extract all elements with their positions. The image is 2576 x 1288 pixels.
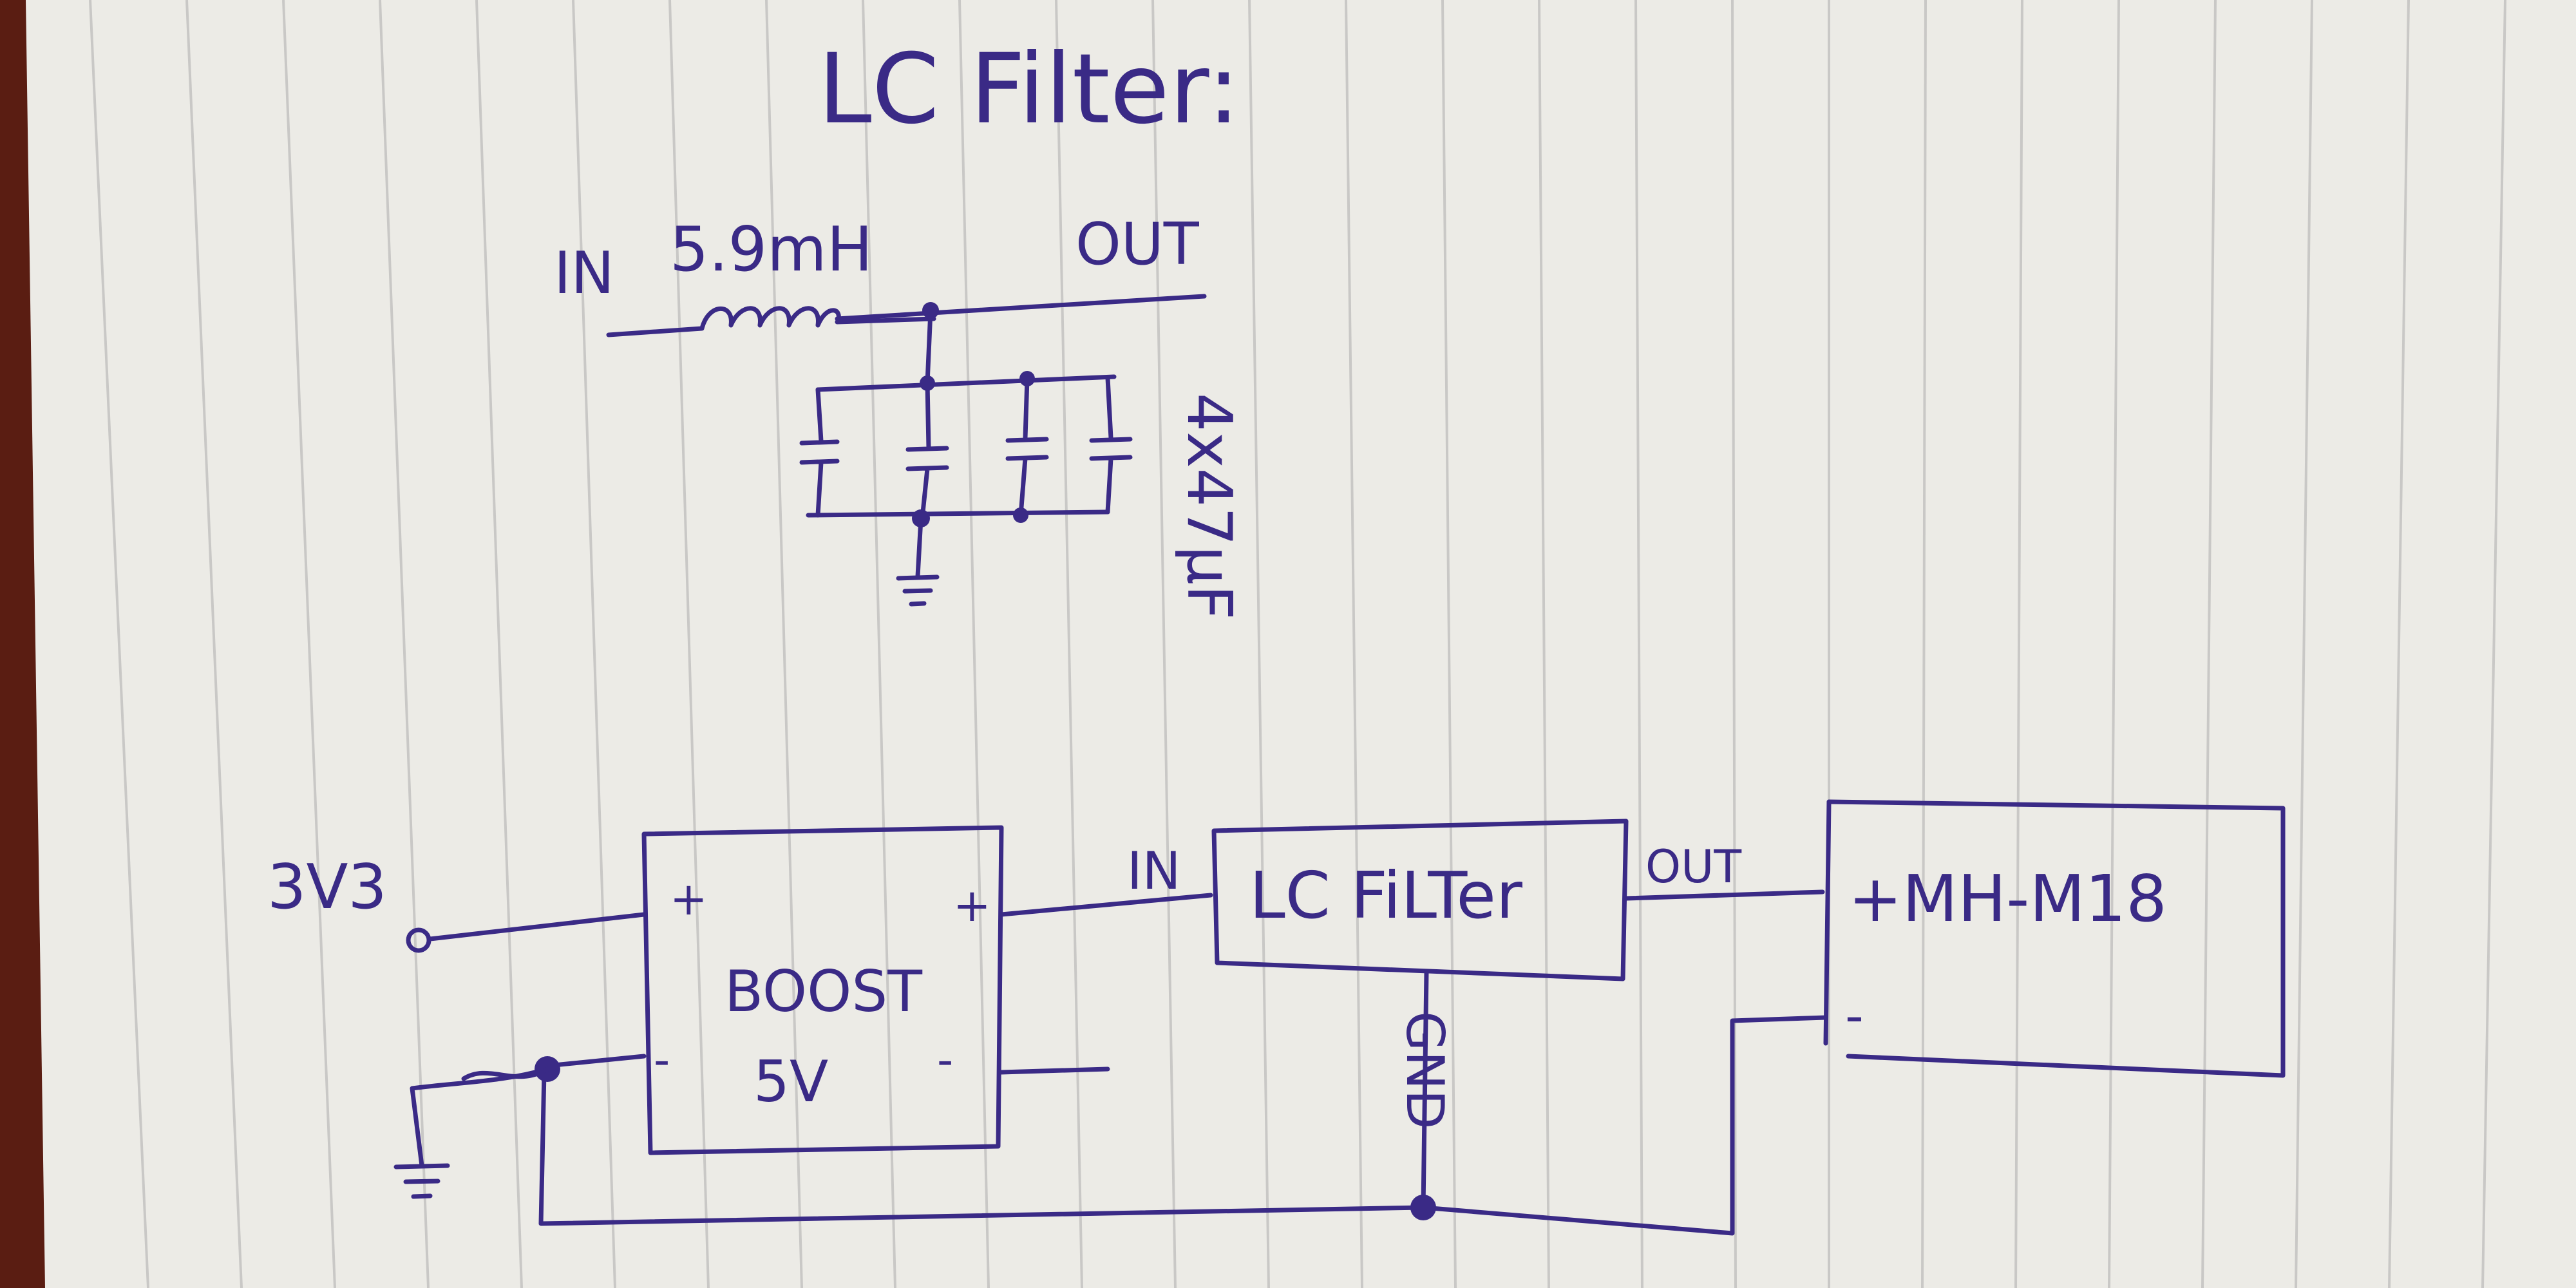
filter-to-load-wire — [1624, 889, 1825, 901]
load-label: +MH-M18 — [1848, 861, 2167, 936]
capacitor-symbol — [905, 381, 949, 521]
capacitor-symbol — [1089, 375, 1133, 515]
lc-filter-block-label: LC FiLTer — [1249, 858, 1523, 933]
ground-symbol — [393, 1066, 550, 1199]
diagram-title: LC Filter: — [818, 33, 1240, 146]
capacitor-top-rail — [815, 374, 1117, 392]
capacitor-feed-wire — [925, 308, 933, 386]
gnd-junction-node — [1410, 1195, 1436, 1220]
filter-in-label: IN — [1127, 841, 1180, 901]
inductor-value-label: 5.9mH — [670, 214, 873, 285]
boost-minus-out: - — [937, 1034, 953, 1086]
ground-return-wire — [538, 1015, 1828, 1236]
lc-filter-block: LC FiLTer — [1211, 819, 1629, 981]
paper-sheet — [26, 0, 2576, 1288]
load-minus-label: - — [1845, 986, 1864, 1046]
lc-filter-schematic: IN 5.9mH OUT — [554, 211, 1244, 620]
load-block-mh-m18: +MH-M18 - — [1823, 799, 2286, 1078]
inductor-symbol — [606, 306, 936, 337]
source-label-3v3: 3V3 — [267, 852, 387, 923]
boost-minus-in: - — [654, 1034, 670, 1086]
capacitor-symbol — [1005, 376, 1049, 518]
block-diagram: 3V3 + + - - BOOST 5V IN LC FiLTer OUT GN… — [267, 799, 2286, 1236]
schematic-out-label: OUT — [1075, 211, 1200, 278]
capacitor-value-label: 4x47µF — [1173, 393, 1244, 620]
boost-voltage-label: 5V — [753, 1048, 828, 1115]
ground-symbol — [896, 516, 940, 607]
filter-gnd-wire — [1421, 970, 1429, 1210]
capacitor-symbol — [799, 387, 840, 518]
boost-converter-block: + + - - BOOST 5V — [641, 825, 1004, 1155]
boost-label: BOOST — [724, 958, 923, 1025]
filter-out-label: OUT — [1645, 840, 1741, 893]
output-wire — [835, 294, 1207, 321]
boost-minus-out-wire — [999, 1066, 1110, 1075]
boost-plus-out: + — [953, 879, 991, 932]
boost-to-filter-wire — [999, 893, 1213, 917]
gnd-label: GND — [1395, 1011, 1455, 1129]
boost-plus-in: + — [670, 873, 708, 925]
source-wire — [428, 912, 647, 942]
capacitor-bottom-rail — [806, 509, 1110, 518]
schematic-in-label: IN — [554, 240, 614, 307]
